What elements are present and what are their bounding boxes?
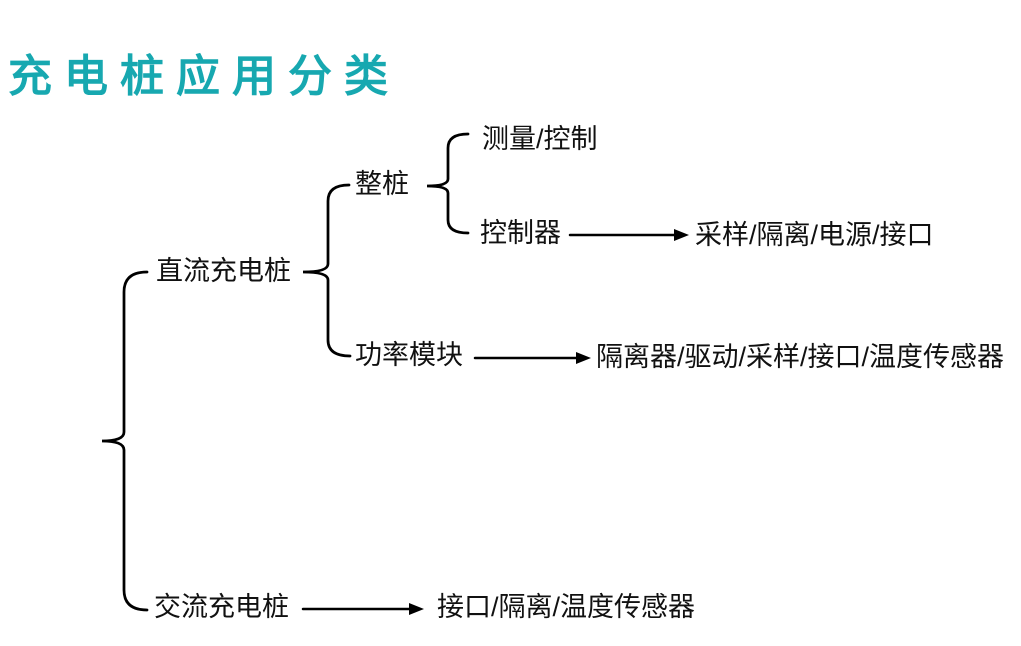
ac-pile-arrow [301,603,424,615]
root-brace [101,270,149,612]
node-whole-pile: 整桩 [355,169,409,200]
power-module-arrow [473,352,591,364]
node-power-module: 功率模块 [355,340,463,371]
node-measure-control: 测量/控制 [482,124,598,155]
node-ac-charging-pile: 交流充电桩 [154,592,289,623]
controller-arrow [568,229,689,241]
node-dc-charging-pile: 直流充电桩 [156,256,291,287]
node-controller: 控制器 [480,218,561,249]
page-title: 充电桩应用分类 [8,52,400,101]
node-ac-components: 接口/隔离/温度传感器 [437,592,696,623]
node-controller-components: 采样/隔离/电源/接口 [695,220,934,251]
dc-pile-brace [302,183,352,358]
whole-pile-brace [426,132,470,235]
node-power-module-components: 隔离器/驱动/采样/接口/温度传感器 [596,342,1005,373]
